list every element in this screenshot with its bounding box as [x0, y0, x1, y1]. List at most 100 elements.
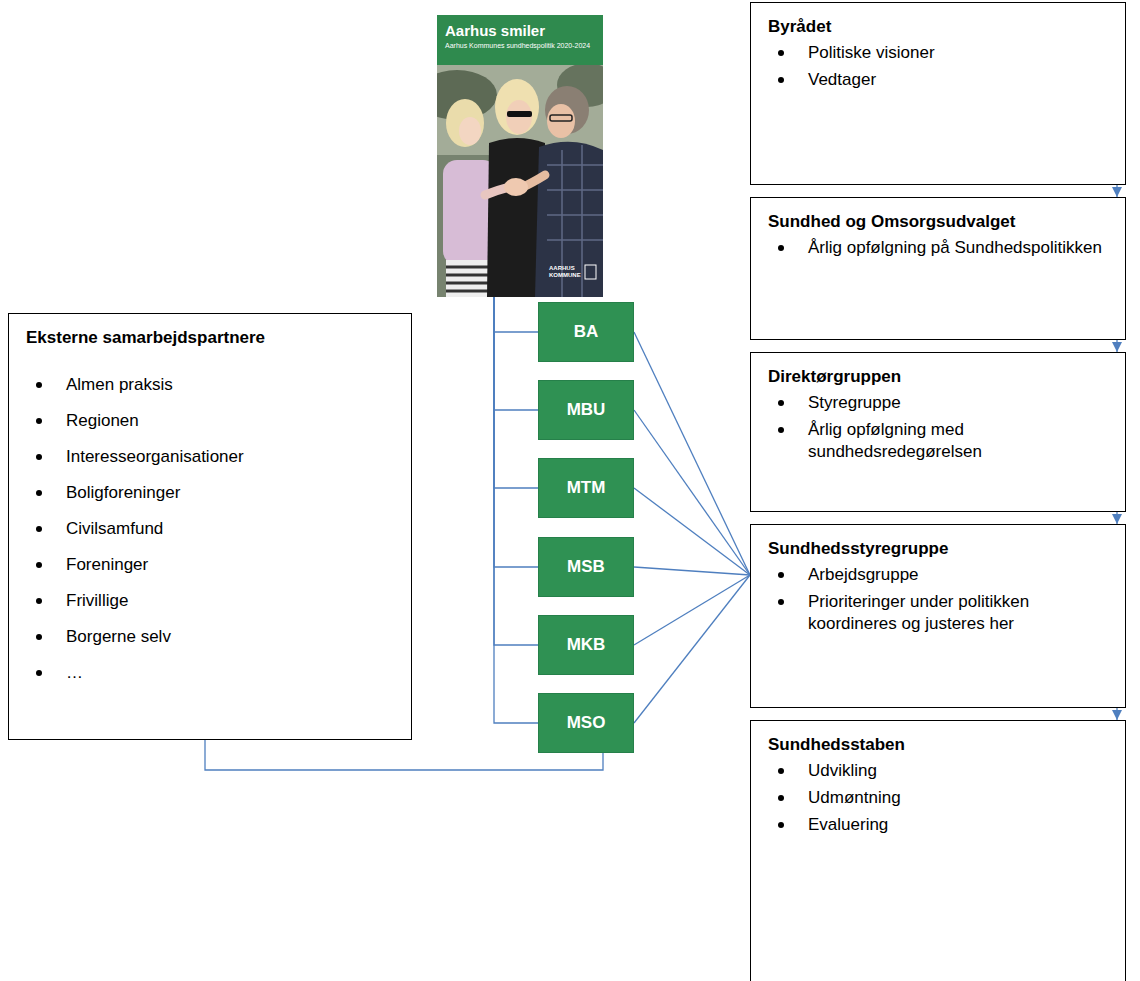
text-row: Eksterne samarbejdspartnere — [26, 327, 395, 348]
bullet-text: Almen praksis — [66, 375, 173, 394]
department-box: MTM — [538, 458, 634, 518]
bullet-text: Evaluering — [808, 815, 888, 834]
connector-line — [634, 488, 750, 575]
organisation-box: DirektørgruppenStyregruppeÅrlig opfølgni… — [750, 352, 1126, 512]
bullet-text: Civilsamfund — [66, 519, 163, 538]
connector-line — [634, 575, 750, 723]
box-heading: Direktørgruppen — [768, 367, 901, 386]
box-heading: Sundhedsstaben — [768, 735, 905, 754]
box-heading: Eksterne samarbejdspartnere — [26, 328, 265, 347]
department-label: MKB — [567, 635, 606, 654]
cover-band — [437, 15, 603, 65]
connector-line — [634, 332, 750, 575]
bullet-text: Udvikling — [808, 761, 877, 780]
bullet-text: Arbejdsgruppe — [808, 565, 919, 584]
photo-ground — [437, 15, 603, 297]
cover-title: Aarhus smiler — [445, 22, 545, 39]
department-label: MSO — [567, 713, 606, 732]
bullet-item: Politiske visioner — [768, 42, 1109, 64]
bullet-item: Interesseorganisationer — [26, 446, 395, 468]
connector-line — [634, 410, 750, 575]
bullet-dot — [36, 454, 42, 460]
bullet-item: … — [26, 662, 395, 684]
woman-face — [506, 100, 532, 134]
box-heading: Sundhed og Omsorgsudvalget — [768, 212, 1015, 231]
partner-box: Eksterne samarbejdspartnereAlmen praksis… — [8, 313, 412, 740]
bullet-text: Borgerne selv — [66, 627, 171, 646]
connector-line — [1116, 340, 1117, 352]
text-row: Sundhedsstaben — [768, 734, 1109, 755]
cover-illustration — [437, 15, 603, 297]
logo-text: AARHUS KOMMUNE — [549, 265, 581, 278]
bullet-text: Årlig opfølgning på Sundhedspolitikken — [808, 238, 1102, 257]
text-row: BA — [574, 322, 599, 342]
connector-line — [1116, 708, 1117, 720]
organisation-box: ByrådetPolitiske visionerVedtager — [750, 2, 1126, 185]
bullet-text: Politiske visioner — [808, 43, 935, 62]
connector-line — [634, 575, 750, 645]
department-box: MKB — [538, 615, 634, 675]
bullet-text: Årlig opfølgning med sundhedsredegørelse… — [808, 420, 982, 461]
department-box: MBU — [538, 380, 634, 440]
bullet-dot — [778, 795, 784, 801]
older-woman-face — [547, 104, 575, 138]
bullet-item: Prioriteringer under politikken koordine… — [768, 591, 1109, 635]
department-box: MSB — [538, 537, 634, 597]
bullet-dot — [778, 599, 784, 605]
department-box: BA — [538, 302, 634, 362]
bullet-text: Foreninger — [66, 555, 148, 574]
bullet-dot — [778, 50, 784, 56]
bullet-dot — [36, 490, 42, 496]
dress — [535, 142, 603, 297]
bullet-text: Interesseorganisationer — [66, 447, 244, 466]
box-heading: Sundhedsstyregruppe — [768, 539, 948, 558]
bullet-text: Prioriteringer under politikken koordine… — [808, 592, 1029, 633]
child-hair — [446, 99, 484, 147]
bullet-item: Udmøntning — [768, 787, 1109, 809]
connector-line — [494, 297, 538, 723]
connector-line — [634, 567, 750, 575]
text-row: Sundhedsstyregruppe — [768, 538, 1109, 559]
bullet-item: Arbejdsgruppe — [768, 564, 1109, 586]
connector-line — [494, 297, 538, 410]
organisation-box: SundhedsstabenUdviklingUdmøntningEvaluer… — [750, 720, 1126, 981]
bullet-dot — [778, 245, 784, 251]
bullet-dot — [778, 822, 784, 828]
cover-subtitle: Aarhus Kommunes sundhedspolitik 2020-202… — [445, 42, 590, 49]
bullet-item: Styregruppe — [768, 392, 1109, 414]
bullet-item: Årlig opfølgning med sundhedsredegørelse… — [768, 419, 1109, 463]
box-heading: Byrådet — [768, 17, 831, 36]
bullet-text: … — [66, 663, 83, 682]
bullet-item: Vedtager — [768, 69, 1109, 91]
connector-line — [494, 297, 538, 567]
woman-hair — [495, 79, 539, 135]
connector-line — [1116, 512, 1117, 524]
department-box: MSO — [538, 693, 634, 753]
connector-line — [494, 297, 538, 488]
bullet-item: Årlig opfølgning på Sundhedspolitikken — [768, 237, 1109, 259]
skirt-stripes — [446, 267, 492, 291]
text-row: Aarhus smiler — [445, 22, 597, 40]
bullet-item: Foreninger — [26, 554, 395, 576]
bullet-dot — [36, 382, 42, 388]
text-row: MSO — [567, 713, 606, 733]
bullet-text: Udmøntning — [808, 788, 901, 807]
text-row: MKB — [567, 635, 606, 655]
bullet-item: Frivillige — [26, 590, 395, 612]
clasped-hands — [504, 178, 528, 196]
organisation-box: Sundhed og OmsorgsudvalgetÅrlig opfølgni… — [750, 197, 1126, 340]
text-row: MTM — [567, 478, 606, 498]
bullet-item: Regionen — [26, 410, 395, 432]
bullet-item: Udvikling — [768, 760, 1109, 782]
text-row: MBU — [567, 400, 606, 420]
bullet-item: Borgerne selv — [26, 626, 395, 648]
department-label: MSB — [567, 557, 605, 576]
text-row: Sundhed og Omsorgsudvalget — [768, 211, 1109, 232]
bullet-item: Evaluering — [768, 814, 1109, 836]
sunglasses — [507, 111, 532, 117]
bullet-dot — [36, 634, 42, 640]
text-row: Byrådet — [768, 16, 1109, 37]
bullet-dot — [36, 598, 42, 604]
bullet-item: Almen praksis — [26, 374, 395, 396]
